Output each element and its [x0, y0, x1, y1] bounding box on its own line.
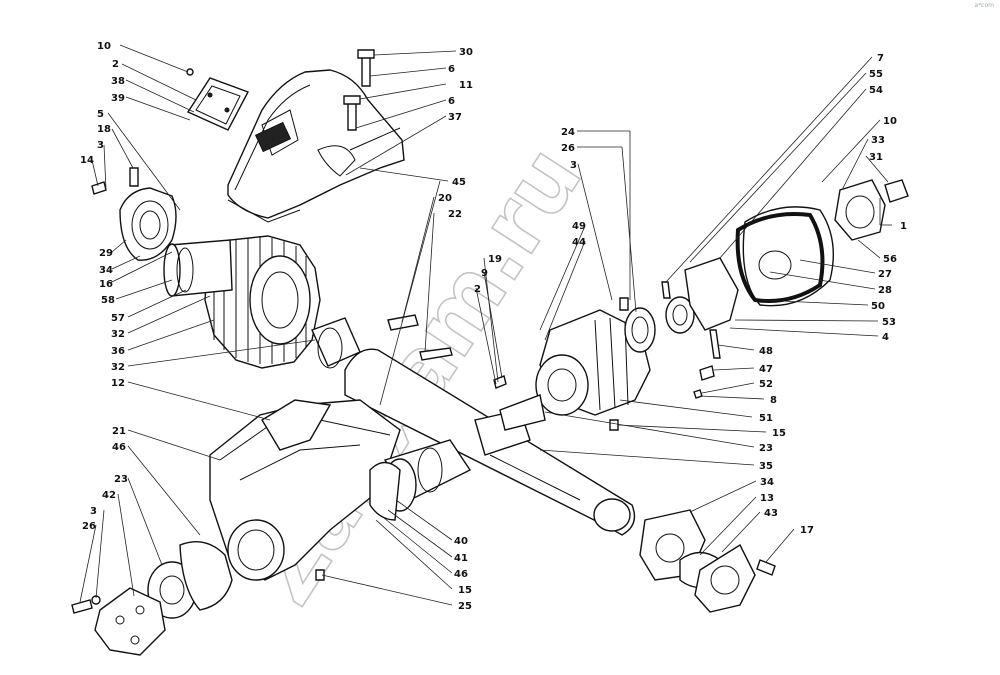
callout-label: 50: [871, 301, 885, 312]
callout-label: 46: [454, 569, 468, 580]
splined-coupling: [369, 409, 531, 521]
callout-label: 3: [570, 160, 577, 171]
callout-label: 9: [481, 268, 488, 279]
callout-label: 2: [112, 59, 119, 70]
callout-label: 14: [80, 155, 94, 166]
callout-label: 19: [488, 254, 502, 265]
callout-label: 25: [458, 601, 472, 612]
callout-label: 34: [760, 477, 774, 488]
callout-label: 39: [111, 93, 125, 104]
main-lower-housing: [209, 399, 401, 581]
callout-label: 45: [452, 177, 466, 188]
callout-label: 3: [97, 140, 104, 151]
callout-label: 32: [111, 329, 125, 340]
bottom-right-cover: [639, 509, 776, 613]
callout-label: 15: [458, 585, 472, 596]
top-bolts: [91, 49, 375, 195]
bottom-left-bearing-cover: [71, 541, 233, 656]
callout-label: 6: [448, 64, 455, 75]
callout-label: 12: [111, 378, 125, 389]
callout-label: 3: [90, 506, 97, 517]
callout-label: 10: [97, 41, 111, 52]
callout-label: 36: [111, 346, 125, 357]
callout-label: 6: [448, 96, 455, 107]
callout-label: 17: [800, 525, 814, 536]
callout-label: 20: [438, 193, 452, 204]
callout-label: 7: [877, 53, 884, 64]
callout-label: 10: [883, 116, 897, 127]
callout-label: 28: [878, 285, 892, 296]
callout-label: 49: [572, 221, 586, 232]
callout-label: 26: [82, 521, 96, 532]
callout-label: 55: [869, 69, 883, 80]
callout-label: 13: [760, 493, 774, 504]
callout-label: 44: [572, 237, 586, 248]
upper-cover-housing: [227, 69, 405, 223]
parts: [71, 49, 909, 656]
seal-rings: [624, 296, 695, 353]
callout-label: 38: [111, 76, 125, 87]
callout-label: 41: [454, 553, 468, 564]
callout-label: 23: [759, 443, 773, 454]
callout-label: 27: [878, 269, 892, 280]
misc-bolts: [315, 281, 721, 581]
callout-label: 22: [448, 209, 462, 220]
callout-label: 33: [871, 135, 885, 146]
right-hub-drum: [499, 309, 651, 431]
callout-label: 43: [764, 508, 778, 519]
callout-label: 46: [112, 442, 126, 453]
callout-label: 16: [99, 279, 113, 290]
callout-label: 26: [561, 143, 575, 154]
callout-label: 35: [759, 461, 773, 472]
callout-label: 51: [759, 413, 773, 424]
callout-label: 15: [772, 428, 786, 439]
callout-label: 11: [459, 80, 473, 91]
callout-label: 21: [112, 426, 126, 437]
callout-label: 23: [114, 474, 128, 485]
callout-label: 4: [882, 332, 889, 343]
callout-label: 31: [869, 152, 883, 163]
callout-label: 1: [900, 221, 907, 232]
callout-label: 8: [770, 395, 777, 406]
small-cover-plate: [186, 77, 249, 131]
callout-label: 2: [474, 284, 481, 295]
callout-label: 52: [759, 379, 773, 390]
callout-label: 30: [459, 47, 473, 58]
shaft-keys: [387, 314, 453, 361]
callout-label: 37: [448, 112, 462, 123]
large-gear: [204, 235, 321, 369]
callout-label: 58: [101, 295, 115, 306]
callout-label: 34: [99, 265, 113, 276]
callout-label: 56: [883, 254, 897, 265]
callout-label: 32: [111, 362, 125, 373]
callout-label: 54: [869, 85, 883, 96]
left-flange-cover: [119, 187, 177, 261]
callout-label: 40: [454, 536, 468, 547]
callout-label: 24: [561, 127, 575, 138]
callout-label: 42: [102, 490, 116, 501]
callout-label: 18: [97, 124, 111, 135]
callout-label: 5: [97, 109, 104, 120]
corner-mark: a*com: [974, 2, 995, 9]
callouts: 10 2 38 39 5 18 3 14 29 34 16 58 57 32 3…: [79, 41, 907, 612]
callout-label: 57: [111, 313, 125, 324]
right-cover-flange: [684, 206, 835, 331]
callout-label: 48: [759, 346, 773, 357]
callout-label: 53: [882, 317, 896, 328]
callout-label: 47: [759, 364, 773, 375]
callout-label: 29: [99, 248, 113, 259]
output-flange: [834, 179, 909, 241]
left-shaft: [163, 239, 233, 297]
